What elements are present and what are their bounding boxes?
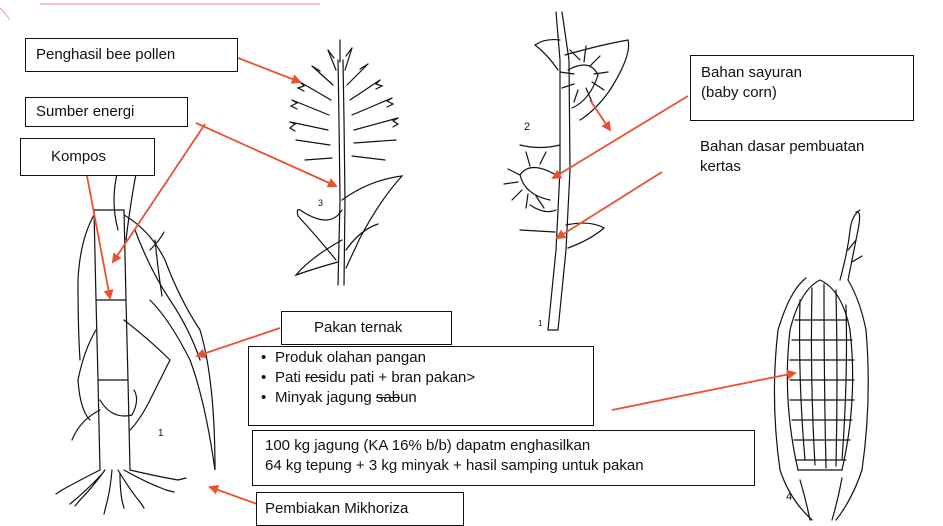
label-kompos: Kompos <box>20 138 155 176</box>
svg-text:1: 1 <box>158 428 164 439</box>
svg-text:3: 3 <box>318 198 323 208</box>
arrow-sayuran-2 <box>590 100 610 130</box>
arrow-bee-pollen <box>238 58 300 82</box>
arrow-cob <box>612 373 795 410</box>
svg-text:2: 2 <box>524 121 530 133</box>
label-bahan-sayuran-line2: (baby corn) <box>701 83 903 103</box>
yield-line-2: 64 kg tepung + 3 kg minyak + hasil sampi… <box>265 456 744 476</box>
yield-line-1: 100 kg jagung (KA 16% b/b) dapatm enghas… <box>265 436 744 456</box>
arrow-energi-1 <box>196 123 336 186</box>
arrow-sayuran-1 <box>553 96 688 178</box>
products-list-box: •Produk olahan pangan •Pati residu pati … <box>248 346 594 426</box>
products-item-2-strike: res <box>305 369 326 386</box>
label-pakan-ternak-text: Pakan ternak <box>314 319 402 336</box>
svg-text:1: 1 <box>538 319 543 328</box>
products-item-2-post: idu pati + bran pakan <box>326 369 467 386</box>
products-item-1: •Produk olahan pangan <box>261 348 583 368</box>
products-item-1-text: Produk olahan pangan <box>275 349 426 366</box>
label-bahan-kertas-line2: kertas <box>700 157 864 177</box>
whole-plant-illustration: 1 <box>56 155 215 514</box>
svg-text:4: 4 <box>786 491 792 503</box>
arrow-kertas <box>557 172 662 238</box>
products-item-3-strike: sab <box>376 389 400 406</box>
baby-corn-plant-illustration: 2 1 <box>504 12 629 330</box>
label-bee-pollen-text: Penghasil bee pollen <box>36 46 175 63</box>
arrow-mikhoriza <box>210 487 257 504</box>
yield-box: 100 kg jagung (KA 16% b/b) dapatm enghas… <box>252 430 755 486</box>
label-mikhoriza-text: Pembiakan Mikhoriza <box>265 500 408 517</box>
label-sumber-energi-text: Sumber energi <box>36 103 134 120</box>
arrow-kompos <box>87 176 110 298</box>
label-bahan-kertas: Bahan dasar pembuatan kertas <box>700 137 864 177</box>
label-mikhoriza: Pembiakan Mikhoriza <box>256 492 464 526</box>
label-kompos-text: Kompos <box>51 148 106 165</box>
products-item-2: •Pati residu pati + bran pakan> <box>261 368 583 388</box>
label-bahan-sayuran-line1: Bahan sayuran <box>701 63 903 83</box>
label-pakan-ternak: Pakan ternak <box>281 311 452 345</box>
label-sumber-energi: Sumber energi <box>25 97 188 127</box>
products-item-2-pre: Pati <box>275 369 305 386</box>
tassel-plant-illustration: 3 <box>290 40 402 285</box>
products-item-2-arrow-glyph: > <box>466 369 475 386</box>
label-bahan-kertas-line1: Bahan dasar pembuatan <box>700 137 864 157</box>
label-bahan-sayuran: Bahan sayuran (baby corn) <box>690 55 914 121</box>
corn-cob-illustration: 4 <box>774 210 868 520</box>
label-bee-pollen: Penghasil bee pollen <box>25 38 238 72</box>
products-item-3-pre: Minyak jagung <box>275 389 376 406</box>
products-item-3-post: un <box>400 389 417 406</box>
products-item-3: •Minyak jagung sabun <box>261 388 583 408</box>
